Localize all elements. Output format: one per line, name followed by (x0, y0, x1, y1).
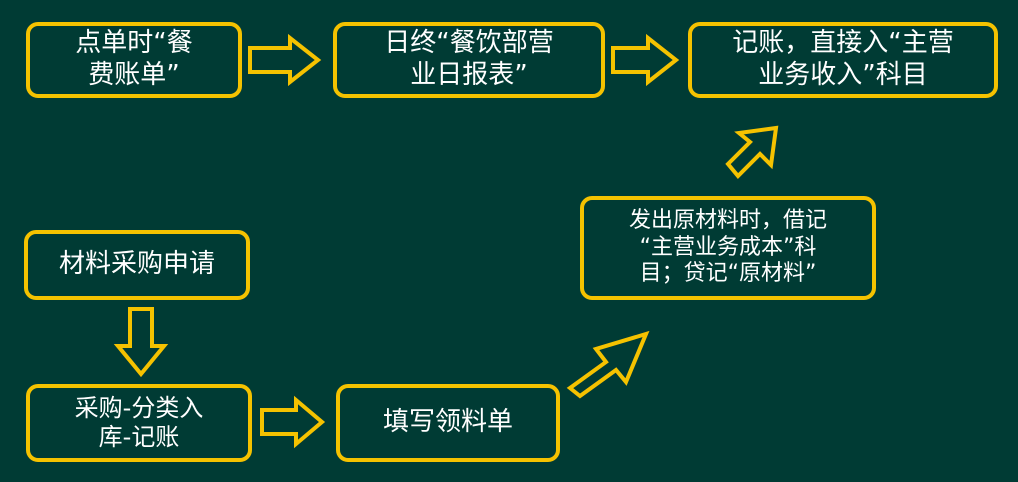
node-record-revenue-label: 记账，直接入“主营 业务收入”科目 (732, 28, 954, 90)
arrow-diagonal-2 (725, 125, 779, 179)
node-purchase-request: 材料采购申请 (24, 230, 250, 300)
node-daily-report: 日终“餐饮部营 业日报表” (333, 22, 605, 98)
arrow-diagonal-1 (566, 330, 650, 399)
node-order-bill-label: 点单时“餐 费账单” (75, 28, 193, 90)
node-purchase-stock: 采购-分类入 库-记账 (26, 384, 252, 462)
node-requisition-form-label: 填写领料单 (382, 407, 513, 438)
node-issue-materials: 发出原材料时，借记 “主营业务成本”科 目；贷记“原材料” (580, 196, 876, 300)
node-purchase-request-label: 材料采购申请 (58, 249, 215, 280)
arrow-right-2 (611, 33, 680, 87)
node-issue-materials-label: 发出原材料时，借记 “主营业务成本”科 目；贷记“原材料” (628, 207, 827, 287)
arrow-right-3 (260, 395, 326, 449)
node-requisition-form: 填写领料单 (336, 384, 560, 462)
arrow-right-1 (248, 33, 322, 87)
arrow-down-1 (113, 307, 169, 378)
node-daily-report-label: 日终“餐饮部营 业日报表” (384, 28, 554, 90)
node-order-bill: 点单时“餐 费账单” (26, 22, 242, 98)
node-record-revenue: 记账，直接入“主营 业务收入”科目 (688, 22, 998, 98)
node-purchase-stock-label: 采购-分类入 库-记账 (74, 393, 204, 451)
